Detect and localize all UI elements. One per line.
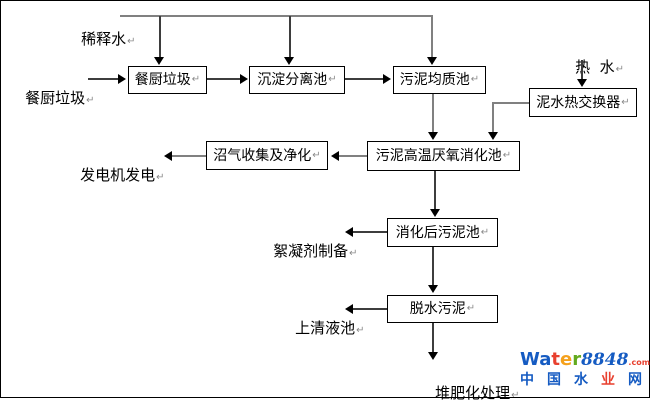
arrowhead-into-sedimentation-icon	[240, 74, 248, 84]
line-biogas-to-generator	[172, 155, 206, 157]
box-label: 餐厨垃圾	[134, 72, 191, 88]
return-mark: ↵	[480, 226, 490, 238]
logo-tld: .com	[628, 358, 651, 367]
label-generator-power: 发电机发电↵	[61, 148, 164, 202]
arrowhead-into-exchanger-icon	[577, 79, 587, 87]
label-composting: 堆肥化处理↵	[416, 366, 519, 404]
logo-tagline-char: 国	[547, 371, 561, 388]
line-source-to-kitchen	[88, 78, 118, 80]
arrowhead-into-digestion-icon	[428, 132, 438, 140]
line-digested-to-flocculant	[353, 231, 387, 233]
return-mark: ↵	[156, 172, 165, 183]
logo-tagline-char: 中	[520, 371, 534, 388]
label-text: 絮凝剂制备	[273, 242, 349, 260]
logo-tagline: 中 国 水 业 网	[520, 371, 642, 388]
label-text: 堆肥化处理	[435, 384, 511, 402]
logo-letter: a	[539, 349, 552, 370]
arrowhead-into-homogenization-icon	[383, 74, 391, 84]
arrowhead-into-biogas-icon	[331, 151, 339, 161]
box-label: 消化后污泥池	[395, 224, 480, 241]
label-text: 上清液池	[295, 319, 356, 337]
line-dilution-drop-right	[431, 15, 433, 58]
line-hotwater-to-exchanger	[581, 60, 583, 79]
label-text: 餐厨垃圾	[25, 89, 86, 107]
label-flocculant-prep: 絮凝剂制备↵	[254, 224, 357, 278]
line-kitchen-to-sedimentation	[207, 78, 240, 80]
label-hot-water: 热 水↵	[556, 40, 624, 94]
logo-letter: e	[559, 349, 573, 370]
line-digestion-to-digested-tank	[434, 171, 436, 209]
return-mark: ↵	[621, 96, 630, 108]
return-mark: ↵	[191, 74, 201, 85]
logo-tagline-char: 水	[574, 371, 588, 388]
line-digested-to-dewatered	[432, 247, 434, 285]
logo-letter: r	[572, 349, 582, 370]
line-homogenization-to-digestion	[432, 94, 434, 132]
return-mark: ↵	[127, 36, 136, 47]
box-sludge-homogenization: 污泥均质池↵	[393, 66, 486, 94]
box-heat-exchanger: 泥水热交换器↵	[529, 88, 637, 117]
label-text: 稀释水	[81, 30, 127, 48]
box-anaerobic-digestion: 污泥高温厌氧消化池↵	[367, 141, 520, 171]
line-dewatered-to-supernatant	[353, 308, 387, 310]
water8848-logo: Water8848.com 中 国 水 业 网	[520, 350, 650, 388]
line-exchanger-out-h	[493, 102, 529, 104]
line-sedimentation-to-homogenization	[345, 78, 383, 80]
line-dilution-drop-mid	[289, 16, 291, 57]
logo-letter: W	[520, 349, 540, 370]
logo-tagline-char: 网	[628, 371, 642, 388]
return-mark: ↵	[356, 325, 365, 336]
return-mark: ↵	[328, 74, 337, 85]
arrowhead-into-kitchen-box-icon	[118, 74, 126, 84]
label-dilution-water: 稀释水↵	[62, 12, 135, 66]
box-digested-sludge-tank: 消化后污泥池↵	[387, 218, 498, 247]
return-mark: ↵	[511, 390, 520, 401]
box-kitchen-waste: 餐厨垃圾↵	[128, 66, 207, 94]
line-dilution-water	[120, 15, 433, 17]
logo-letter: t	[551, 349, 560, 370]
return-mark: ↵	[312, 149, 321, 161]
return-mark: ↵	[466, 303, 476, 314]
arrowhead-into-dewatered-icon	[428, 285, 438, 293]
box-label: 污泥高温厌氧消化池	[375, 148, 502, 164]
logo-tagline-char: 业	[601, 371, 615, 388]
return-mark: ↵	[349, 248, 358, 259]
arrowhead-to-kitchen-waste-icon	[154, 57, 164, 65]
arrowhead-to-sedimentation-icon	[284, 57, 294, 65]
line-dewatered-to-composting	[432, 323, 434, 352]
return-mark: ↵	[615, 64, 625, 75]
box-label: 污泥均质池	[399, 72, 470, 88]
line-digestion-to-biogas	[339, 155, 367, 157]
label-text: 发电机发电	[80, 166, 156, 184]
logo-brand-line: Water8848.com	[520, 350, 650, 370]
box-label: 泥水热交换器	[536, 94, 621, 111]
arrowhead-to-composting-icon	[428, 352, 438, 360]
return-mark: ↵	[470, 74, 480, 85]
return-mark: ↵	[502, 150, 512, 161]
box-dewatered-sludge: 脱水污泥↵	[387, 295, 498, 323]
arrowhead-to-supernatant-icon	[345, 304, 353, 314]
arrowhead-to-generator-icon	[164, 151, 172, 161]
logo-number: 8848	[581, 350, 629, 370]
arrowhead-exchanger-to-digestion-icon	[488, 132, 498, 140]
line-dilution-drop-left	[159, 16, 161, 57]
arrowhead-to-flocculant-icon	[345, 227, 353, 237]
arrowhead-to-homogenization-icon	[427, 57, 437, 65]
arrowhead-into-digested-tank-icon	[430, 209, 440, 217]
box-label: 沼气收集及净化	[213, 147, 312, 164]
label-supernatant-tank: 上清液池↵	[276, 301, 364, 355]
box-biogas-purification: 沼气收集及净化↵	[206, 141, 328, 170]
line-exchanger-out-v	[492, 102, 494, 132]
label-kitchen-waste-source: 餐厨垃圾↵	[6, 71, 94, 125]
box-label: 脱水污泥	[409, 301, 466, 317]
return-mark: ↵	[86, 95, 95, 106]
box-label: 沉淀分离池	[257, 72, 328, 88]
box-sedimentation-separation: 沉淀分离池↵	[249, 66, 345, 94]
